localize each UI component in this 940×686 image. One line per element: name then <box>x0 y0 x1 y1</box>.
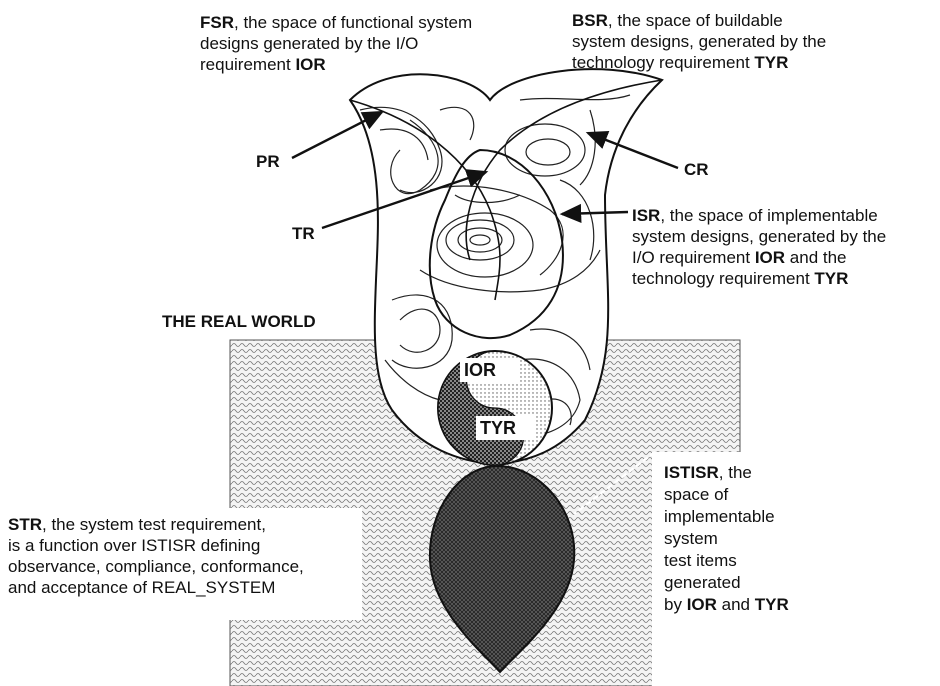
fsr-line2: designs generated by the I/O <box>200 34 418 53</box>
fsr-ior: IOR <box>295 55 325 74</box>
isr-line3: I/O requirement <box>632 248 755 267</box>
istisr-line3: implementable <box>664 507 775 526</box>
bsr-tyr: TYR <box>754 53 788 72</box>
isr-line2: system designs, generated by the <box>632 227 886 246</box>
str-line3: observance, compliance, conformance, <box>8 557 304 576</box>
bsr-abbr: BSR <box>572 11 608 30</box>
tr-label: TR <box>292 224 315 244</box>
isr-description: ISR, the space of implementable system d… <box>632 205 886 289</box>
bsr-line1: , the space of buildable <box>608 11 783 30</box>
istisr-abbr: ISTISR <box>664 463 719 482</box>
fsr-abbr: FSR <box>200 13 234 32</box>
istisr-ior: IOR <box>687 595 717 614</box>
isr-line3-post: and the <box>785 248 846 267</box>
istisr-line5: test items <box>664 551 737 570</box>
str-description: STR, the system test requirement, is a f… <box>8 514 304 598</box>
istisr-and: and <box>717 595 755 614</box>
real-world-label: THE REAL WORLD <box>162 312 316 332</box>
bsr-line3: technology requirement <box>572 53 754 72</box>
str-line4: and acceptance of REAL_SYSTEM <box>8 578 275 597</box>
istisr-tyr: TYR <box>755 595 789 614</box>
isr-tyr: TYR <box>814 269 848 288</box>
ior-label: IOR <box>464 360 496 380</box>
fsr-description: FSR, the space of functional system desi… <box>200 12 472 75</box>
fsr-line3: requirement <box>200 55 295 74</box>
istisr-description: ISTISR, the space of implementable syste… <box>664 462 789 616</box>
istisr-line2: space of <box>664 485 728 504</box>
isr-ior: IOR <box>755 248 785 267</box>
isr-line1: , the space of implementable <box>660 206 877 225</box>
bsr-description: BSR, the space of buildable system desig… <box>572 10 826 73</box>
str-abbr: STR <box>8 515 42 534</box>
istisr-line7: by <box>664 595 687 614</box>
pr-label: PR <box>256 152 280 172</box>
str-line1: , the system test requirement, <box>42 515 266 534</box>
isr-line4: technology requirement <box>632 269 814 288</box>
str-line2: is a function over ISTISR defining <box>8 536 260 555</box>
fsr-line1: , the space of functional system <box>234 13 472 32</box>
isr-abbr: ISR <box>632 206 660 225</box>
tyr-label: TYR <box>480 418 516 438</box>
istisr-line4: system <box>664 529 718 548</box>
istisr-line6: generated <box>664 573 741 592</box>
cr-label: CR <box>684 160 709 180</box>
istisr-line1: , the <box>719 463 752 482</box>
bsr-line2: system designs, generated by the <box>572 32 826 51</box>
